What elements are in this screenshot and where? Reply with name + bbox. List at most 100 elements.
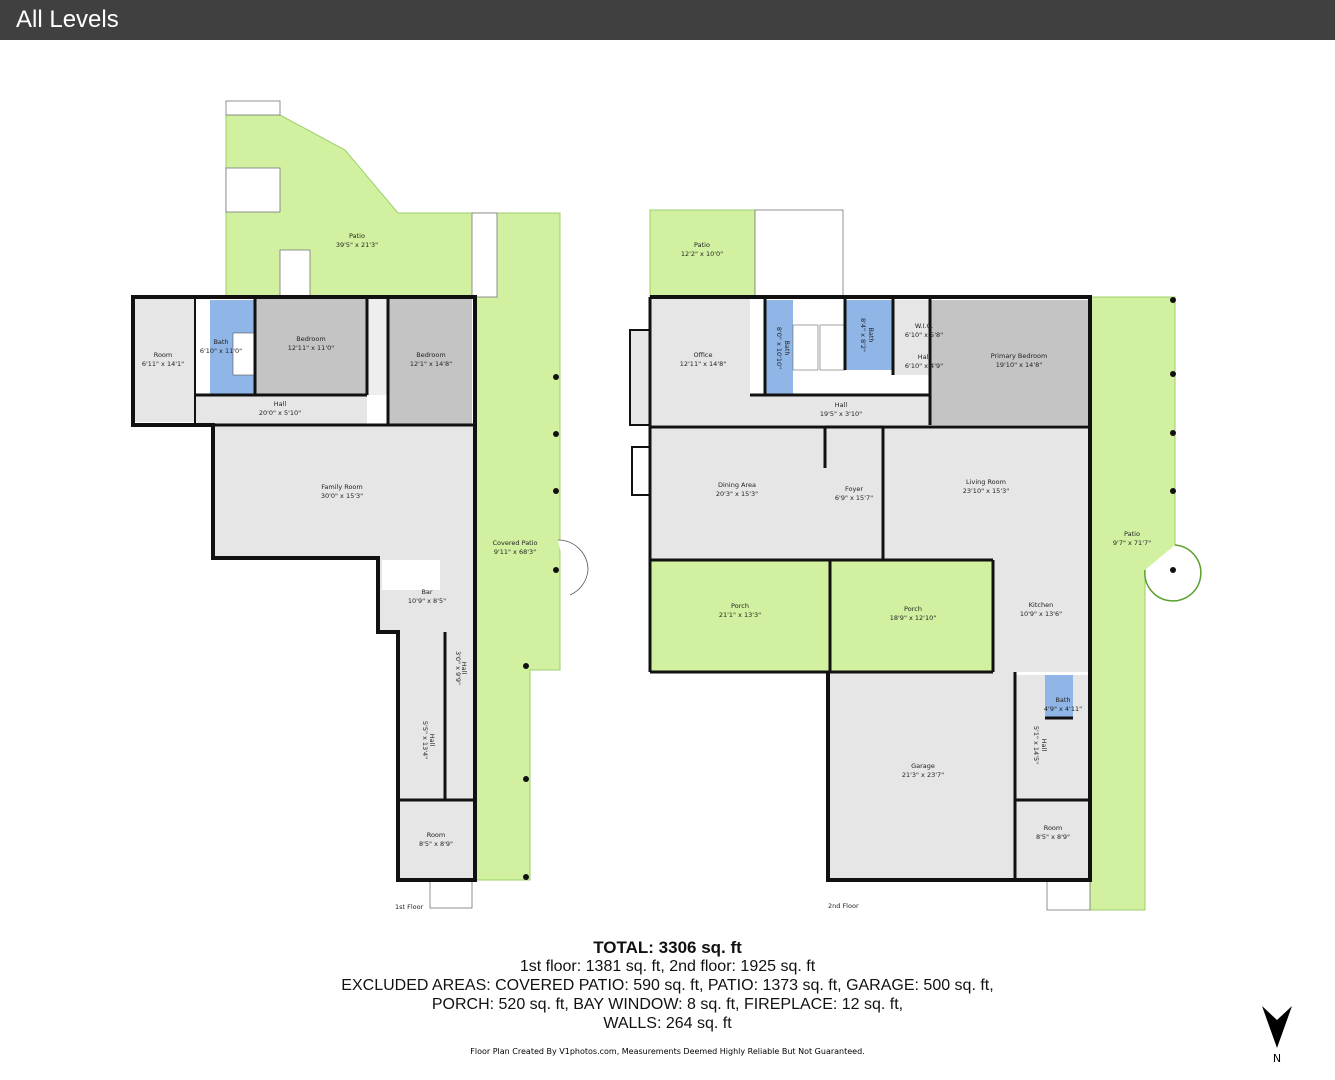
room-hall [195, 395, 367, 425]
tub [792, 324, 819, 371]
room-dims: 5'5" x 13'4" [421, 721, 429, 759]
room-name: Room [1044, 824, 1063, 832]
fireplace [631, 446, 651, 496]
room-name: Hall [428, 734, 436, 747]
room-dims: 6'11" x 14'1" [142, 360, 184, 368]
room-name: Hall [460, 662, 468, 675]
walls-floor-1 [131, 295, 477, 882]
room-office [650, 297, 750, 425]
level-title: All Levels [16, 6, 119, 33]
room-dims: 20'3" x 15'3" [716, 490, 758, 498]
room-dims: 4'9" x 4'11" [1044, 705, 1082, 713]
room-name: Garage [911, 762, 935, 770]
room-dims: 19'5" x 3'10" [820, 410, 862, 418]
room-dims: 21'1" x 13'3" [719, 611, 761, 619]
room-name: Living Room [966, 478, 1006, 486]
room-dims: 23'10" x 15'3" [963, 487, 1009, 495]
header-bar: All Levels [0, 0, 1335, 40]
north-compass: N [1262, 1006, 1292, 1066]
excluded-areas-2: PORCH: 520 sq. ft, BAY WINDOW: 8 sq. ft,… [431, 996, 904, 1013]
room-name: Bath [213, 338, 228, 346]
room-bath-3 [1045, 675, 1073, 718]
room-name: Hall [1040, 739, 1048, 752]
patio-top [649, 209, 756, 298]
room-hall-strip [398, 632, 475, 880]
disclaimer: Floor Plan Created By V1photos.com, Meas… [470, 1047, 865, 1056]
room-room-east [1015, 800, 1090, 880]
room-family [213, 425, 475, 558]
room-dining [650, 428, 825, 560]
stairs [1046, 879, 1091, 911]
room-name: Covered Patio [492, 539, 537, 547]
bay-window [629, 329, 651, 426]
room-name: Hall [274, 400, 287, 408]
room-hall [750, 395, 930, 425]
room-dims: 20'0" x 5'10" [259, 409, 301, 417]
north-label: N [1272, 1052, 1282, 1065]
room-dims: 12'2" x 10'0" [681, 250, 723, 258]
room-bath-2 [845, 300, 893, 370]
room-dims: 8'0" x 10'10" [775, 327, 783, 369]
room-dims: 6'10" x 5'8" [905, 331, 943, 339]
room-dims: 10'9" x 8'5" [408, 597, 446, 605]
room-name: Bath [783, 340, 791, 355]
room-name: Office [694, 351, 713, 359]
floor-2: Patio 12'2" x 10'0" Office 12'11" x 14'8… [629, 209, 1202, 911]
room-dims: 10'9" x 13'6" [1020, 610, 1062, 618]
columns [523, 374, 559, 880]
floor-areas: 1st floor: 1381 sq. ft, 2nd floor: 1925 … [519, 958, 816, 975]
room-dims: 19'10" x 14'8" [996, 361, 1042, 369]
bar-counter [382, 560, 440, 590]
stairs [754, 209, 844, 298]
room-dims: 12'11" x 11'0" [288, 344, 334, 352]
room-dims: 18'9" x 12'10" [890, 614, 936, 622]
room-name: Patio [349, 232, 365, 240]
walls-floor-2 [648, 295, 1092, 882]
room-name: Family Room [321, 483, 363, 491]
north-arrow-icon [1262, 1006, 1292, 1048]
room-porch-1 [650, 560, 830, 672]
room-name: Bedroom [416, 351, 445, 359]
room-dims: 5'1" x 14'5" [1032, 726, 1040, 764]
room-dims: 6'9" x 15'7" [835, 494, 873, 502]
excluded-areas-1: EXCLUDED AREAS: COVERED PATIO: 590 sq. f… [341, 977, 994, 994]
room-name: Bath [867, 327, 875, 342]
excluded-areas-3: WALLS: 264 sq. ft [603, 1015, 732, 1032]
room-name: Porch [904, 605, 922, 613]
room-dims: 12'11" x 14'8" [680, 360, 726, 368]
room-room [133, 297, 195, 422]
room-dims: 3'0" x 9'9" [454, 651, 462, 685]
room-name: Room [427, 831, 446, 839]
room-name: Hall [835, 401, 848, 409]
room-name: Room [154, 351, 173, 359]
room-dims: 6'10" x 11'0" [200, 347, 242, 355]
room-dims: 21'3" x 23'7" [902, 771, 944, 779]
room-porch-2 [830, 560, 993, 672]
room-primary-bedroom [930, 300, 1090, 425]
room-dims: 6'10" x 4'9" [905, 362, 943, 370]
floor-label: 1st Floor [395, 903, 424, 911]
room-dims: 8'5" x 8'9" [1036, 833, 1070, 841]
patio-right [1089, 296, 1176, 911]
room-dims: 12'1" x 14'8" [410, 360, 452, 368]
room-name: Patio [1124, 530, 1140, 538]
room-name: Bar [421, 588, 432, 596]
room-name: Bath [1055, 696, 1070, 704]
room-name: Dining Area [718, 481, 756, 489]
shower [819, 324, 846, 371]
room-living [883, 428, 1090, 560]
spiral-stair [557, 539, 589, 596]
total-area: TOTAL: 3306 sq. ft [593, 938, 742, 957]
room-name: Bedroom [296, 335, 325, 343]
room-name: Foyer [845, 485, 863, 493]
room-name: Patio [694, 241, 710, 249]
room-dims: 9'7" x 71'7" [1113, 539, 1151, 547]
room-dims: 8'5" x 8'9" [419, 840, 453, 848]
room-name: Porch [731, 602, 749, 610]
room-dims: 8'4" x 8'2" [859, 318, 867, 352]
room-bath-1 [765, 300, 793, 395]
stairs [225, 100, 498, 909]
floor-label: 2nd Floor [828, 902, 859, 910]
floor-1: Patio 39'5" x 21'3" Room 6'11" x 14'1" B… [131, 100, 589, 911]
